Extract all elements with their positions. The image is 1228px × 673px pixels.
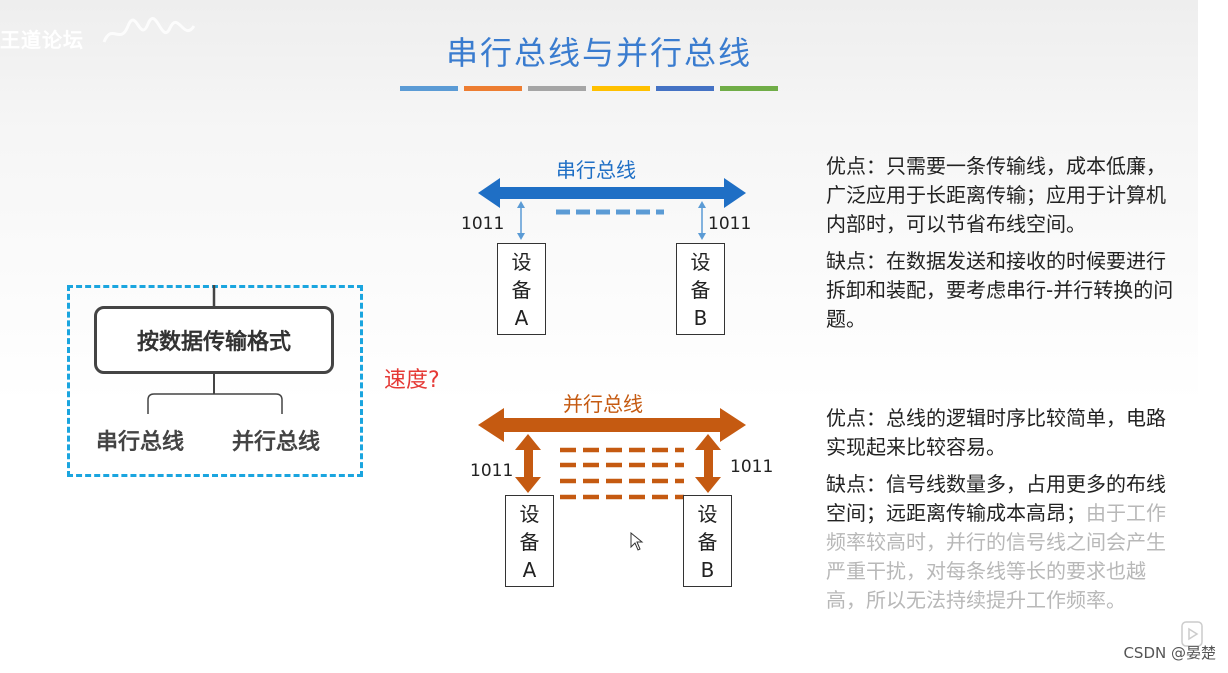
parallel-right-bits: 1011 — [730, 457, 774, 477]
csdn-watermark: CSDN @晏楚 — [1123, 644, 1216, 662]
parallel-connector-left — [515, 434, 541, 493]
parallel-device-b: 设 备 B — [683, 495, 732, 587]
forum-logo: 王道论坛 — [0, 28, 84, 52]
serial-description: 优点：只需要一条传输线，成本低廉，广泛应用于长距离传输；应用于计算机内部时，可以… — [826, 152, 1176, 334]
device-char: B — [700, 558, 715, 582]
serial-right-bits: 1011 — [708, 214, 752, 234]
device-char: 设 — [690, 250, 711, 274]
page-title: 串行总线与并行总线 — [445, 34, 752, 72]
device-char: 设 — [697, 502, 718, 526]
serial-connector-left — [517, 201, 525, 240]
classification-node: 按数据传输格式 — [94, 306, 334, 374]
parallel-left-bits: 1011 — [470, 461, 514, 481]
parallel-cons-dark: 缺点：信号线数量多，占用更多的布线空间；远距离传输成本高昂； — [826, 472, 1166, 525]
serial-bus-arrow — [478, 178, 746, 208]
speed-question: 速度? — [384, 368, 440, 393]
serial-cons: 缺点：在数据发送和接收的时候要进行拆卸和装配，要考虑串行-并行转换的问题。 — [826, 249, 1174, 331]
parallel-bus-label: 并行总线 — [563, 392, 643, 416]
stripe — [400, 86, 458, 91]
parallel-cons-faded: 由于工作频率较高时，并行的信号线之间会产生严重干扰，对每条线等长的要求也越高，所… — [826, 501, 1166, 612]
serial-device-a: 设 备 A — [497, 243, 546, 335]
device-char: A — [514, 306, 529, 330]
serial-pros: 优点：只需要一条传输线，成本低廉，广泛应用于长距离传输；应用于计算机内部时，可以… — [826, 154, 1166, 236]
device-char: 备 — [519, 530, 540, 554]
tree-connectors — [147, 285, 283, 414]
device-char: 备 — [690, 278, 711, 302]
parallel-device-a: 设 备 A — [505, 495, 554, 587]
device-char: 备 — [697, 530, 718, 554]
parallel-pros: 优点：总线的逻辑时序比较简单，电路实现起来比较容易。 — [826, 406, 1166, 459]
serial-device-b: 设 备 B — [676, 243, 725, 335]
device-char: 设 — [519, 502, 540, 526]
logo-scribble-icon — [102, 16, 196, 43]
mouse-cursor-icon — [630, 532, 644, 551]
parallel-dashed-lines — [560, 447, 684, 500]
device-char: A — [522, 558, 537, 582]
stripe — [720, 86, 778, 91]
stripe — [656, 86, 714, 91]
serial-bus-label: 串行总线 — [556, 158, 636, 182]
parallel-connector-right — [695, 434, 721, 493]
stripe — [464, 86, 522, 91]
device-char: B — [693, 306, 708, 330]
parallel-cons: 缺点：信号线数量多，占用更多的布线空间；远距离传输成本高昂；由于工作频率较高时，… — [826, 470, 1176, 615]
serial-bus-leaf: 串行总线 — [96, 430, 185, 455]
parallel-bus-leaf: 并行总线 — [232, 430, 321, 455]
bus-diagram — [478, 178, 746, 500]
parallel-bus-arrow — [478, 408, 746, 442]
serial-connector-right — [698, 201, 706, 240]
serial-left-bits: 1011 — [461, 214, 505, 234]
replay-icon[interactable] — [1180, 620, 1204, 648]
parallel-description: 优点：总线的逻辑时序比较简单，电路实现起来比较容易。 缺点：信号线数量多，占用更… — [826, 404, 1176, 615]
device-char: 备 — [511, 278, 532, 302]
device-char: 设 — [511, 250, 532, 274]
title-underline-stripes — [400, 86, 778, 91]
slide: 王道论坛 串行总线与并行总线 按数据传输格式 串行总线 并行总线 速度? — [0, 0, 1198, 673]
stripe — [592, 86, 650, 91]
stripe — [528, 86, 586, 91]
